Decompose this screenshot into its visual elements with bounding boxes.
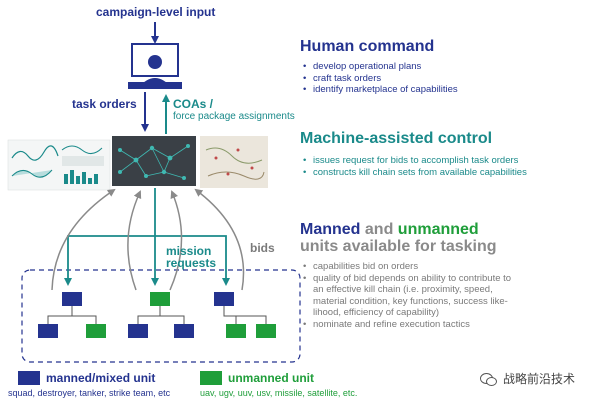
watermark: 战略前沿技术: [480, 370, 575, 387]
units-title-manned: Manned: [300, 221, 361, 238]
bullet-item: capabilities bid on orders: [303, 261, 513, 273]
manned-unit-node: [128, 324, 148, 338]
wechat-icon: [480, 372, 498, 386]
diagram-canvas: [7, 22, 301, 363]
unit-nodes: [38, 292, 276, 338]
unmanned-legend-label: unmanned unit: [228, 371, 314, 385]
human-command-title: Human command: [300, 38, 435, 55]
unmanned-unit-node: [150, 292, 170, 306]
watermark-text: 战略前沿技术: [503, 372, 576, 386]
unmanned-unit-node: [86, 324, 106, 338]
units-title-line2: units available for tasking: [300, 238, 497, 255]
bid-arrows: [51, 188, 245, 291]
units-title-unmanned: unmanned: [397, 221, 479, 238]
manned-unit-node: [174, 324, 194, 338]
human-operator-icon: [128, 43, 182, 89]
coas-label: COAs /: [173, 97, 214, 111]
network-control-box: [112, 136, 196, 186]
map-thumbnail: [200, 136, 268, 188]
human-command-bullets: develop operational plans craft task ord…: [303, 61, 458, 96]
units-bullets: capabilities bid on orders quality of bi…: [303, 261, 513, 330]
unit-pool-boundary: [21, 269, 301, 363]
bids-label: bids: [250, 241, 275, 255]
bullet-item: craft task orders: [303, 73, 458, 85]
mission-requests-label-2: requests: [166, 256, 217, 270]
bullet-item: quality of bid depends on ability to con…: [303, 273, 513, 319]
unmanned-unit-node: [226, 324, 246, 338]
unmanned-legend-swatch: [200, 371, 222, 385]
force-package-label: force package assignments: [173, 111, 295, 122]
manned-unit-node: [38, 324, 58, 338]
unmanned-legend-examples: uav, ugv, uuv, usv, missile, satellite, …: [200, 388, 358, 398]
units-title: Manned and unmanned: [300, 221, 479, 239]
dashboard-thumbnail: [7, 139, 111, 191]
unit-tree-connectors: [47, 306, 267, 324]
bullet-item: nominate and refine execution tactics: [303, 319, 513, 331]
manned-legend-swatch: [18, 371, 40, 385]
unmanned-unit-node: [256, 324, 276, 338]
task-orders-label: task orders: [72, 97, 137, 111]
campaign-input-label: campaign-level input: [96, 5, 216, 19]
bullet-item: develop operational plans: [303, 61, 458, 73]
units-title-and: and: [360, 221, 398, 238]
machine-control-title: Machine-assisted control: [300, 130, 493, 147]
manned-unit-node: [214, 292, 234, 306]
bullet-item: constructs kill chain sets from availabl…: [303, 167, 527, 179]
manned-legend-label: manned/mixed unit: [46, 371, 156, 385]
manned-legend-examples: squad, destroyer, tanker, strike team, e…: [8, 388, 171, 398]
mission-requests-label-1: mission: [166, 244, 212, 258]
bullet-item: issues request for bids to accomplish ta…: [303, 155, 527, 167]
bullet-item: identify marketplace of capabilities: [303, 84, 458, 96]
manned-unit-node: [62, 292, 82, 306]
machine-control-bullets: issues request for bids to accomplish ta…: [303, 155, 527, 178]
